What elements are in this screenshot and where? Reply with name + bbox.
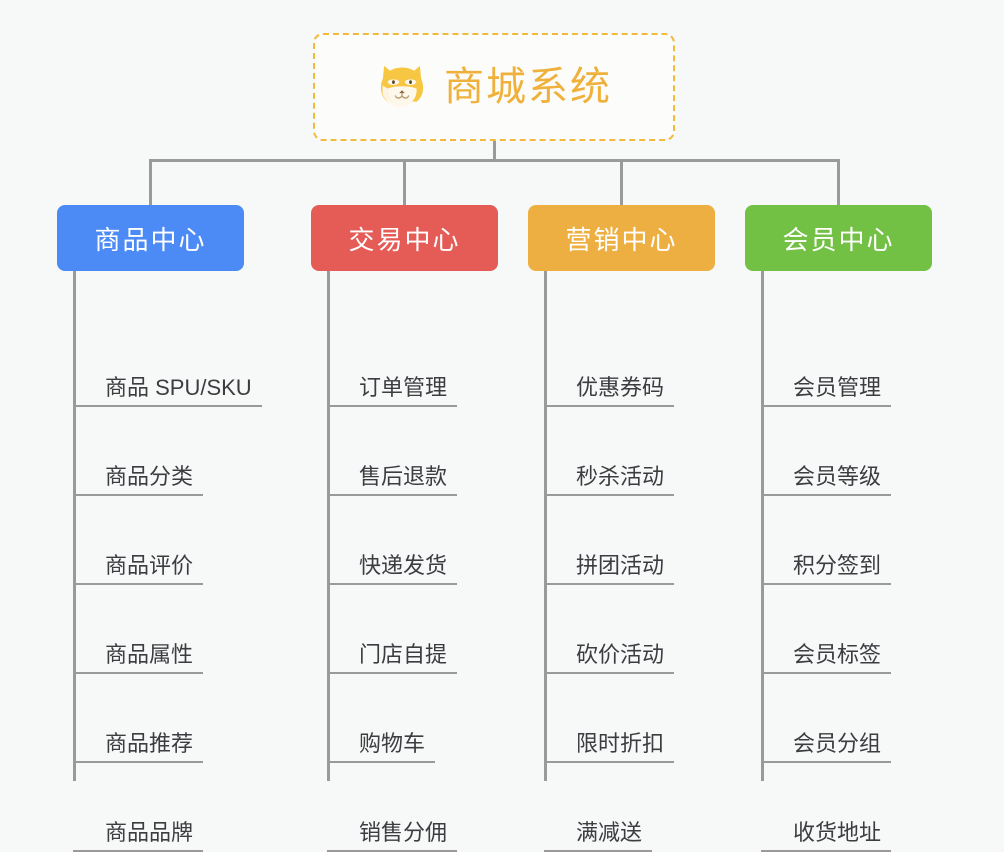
leaf-connector-stub [73, 672, 95, 674]
leaf-connector-stub [327, 761, 349, 763]
leaf-item[interactable]: 快递发货 [327, 547, 458, 585]
leaf-label: 会员管理 [783, 377, 892, 407]
connector-drop-2 [403, 159, 406, 207]
leaf-item[interactable]: 商品属性 [73, 636, 204, 674]
leaf-item[interactable]: 购物车 [327, 725, 436, 763]
branch-product-center: 商品中心 商品 SPU/SKU 商品分类 商品评价 商品属性 商品推荐 [57, 205, 317, 852]
leaf-item[interactable]: 砍价活动 [544, 636, 675, 674]
leaf-label: 门店自提 [349, 644, 458, 674]
leaf-connector-stub [544, 761, 566, 763]
branch-trade-center: 交易中心 订单管理 售后退款 快递发货 门店自提 购物车 [311, 205, 541, 852]
leaf-label: 积分签到 [783, 555, 892, 585]
leaf-connector-stub [761, 494, 783, 496]
leaf-item[interactable]: 限时折扣 [544, 725, 675, 763]
leaf-label: 会员等级 [783, 466, 892, 496]
leaf-connector-stub [73, 583, 95, 585]
leaf-label: 商品 SPU/SKU [95, 377, 262, 407]
leaf-label: 会员分组 [783, 733, 892, 763]
leaf-item[interactable]: 销售分佣 [327, 814, 458, 852]
leaf-connector-stub [73, 405, 95, 407]
branch-header-marketing-center[interactable]: 营销中心 [528, 205, 715, 271]
leaf-connector-stub [73, 761, 95, 763]
leaf-label: 会员标签 [783, 644, 892, 674]
branch-header-label: 会员中心 [782, 224, 895, 255]
leaf-connector-stub [761, 583, 783, 585]
leaf-label: 拼团活动 [566, 555, 675, 585]
leaf-connector-stub [73, 494, 95, 496]
branch-spine-2 [327, 271, 330, 781]
root-node-content: 商城系统 [376, 61, 612, 113]
leaf-connector-stub [544, 494, 566, 496]
leaf-label: 商品分类 [95, 466, 204, 496]
leaf-item[interactable]: 收货地址 [761, 814, 892, 852]
leaf-label: 优惠券码 [566, 377, 675, 407]
branch-spine-1 [73, 271, 76, 781]
leaf-item[interactable]: 满减送 [544, 814, 653, 852]
leaf-label: 收货地址 [783, 822, 892, 852]
leaf-label: 购物车 [349, 733, 436, 763]
leaf-label: 满减送 [566, 822, 653, 852]
leaf-label: 销售分佣 [349, 822, 458, 852]
leaf-label: 快递发货 [349, 555, 458, 585]
branch-header-member-center[interactable]: 会员中心 [745, 205, 932, 271]
leaf-item[interactable]: 会员分组 [761, 725, 892, 763]
leaf-label: 商品推荐 [95, 733, 204, 763]
leaf-item[interactable]: 门店自提 [327, 636, 458, 674]
branch-header-label: 商品中心 [94, 224, 207, 255]
leaf-item[interactable]: 商品分类 [73, 458, 204, 496]
leaf-item[interactable]: 商品 SPU/SKU [73, 369, 262, 407]
leaf-connector-stub [761, 405, 783, 407]
leaf-item[interactable]: 秒杀活动 [544, 458, 675, 496]
leaf-item[interactable]: 商品评价 [73, 547, 204, 585]
connector-drop-1 [149, 159, 152, 207]
leaf-connector-stub [544, 583, 566, 585]
leaf-label: 秒杀活动 [566, 466, 675, 496]
leaf-connector-stub [327, 494, 349, 496]
leaf-label: 商品品牌 [95, 822, 204, 852]
leaf-label: 商品评价 [95, 555, 204, 585]
leaf-connector-stub [544, 672, 566, 674]
branch-spine-4 [761, 271, 764, 781]
leaf-label: 限时折扣 [566, 733, 675, 763]
leaf-connector-stub [327, 672, 349, 674]
connector-root-stem [493, 141, 496, 161]
leaf-label: 订单管理 [349, 377, 458, 407]
root-node[interactable]: 商城系统 [313, 33, 675, 141]
leaf-connector-stub [761, 761, 783, 763]
leaf-connector-stub [761, 672, 783, 674]
leaf-item[interactable]: 积分签到 [761, 547, 892, 585]
leaf-connector-stub [544, 405, 566, 407]
leaf-item[interactable]: 会员标签 [761, 636, 892, 674]
branch-member-center: 会员中心 会员管理 会员等级 积分签到 会员标签 会员分组 [745, 205, 975, 852]
leaf-item[interactable]: 拼团活动 [544, 547, 675, 585]
branch-spine-3 [544, 271, 547, 781]
leaf-item[interactable]: 订单管理 [327, 369, 458, 407]
leaf-connector-stub [327, 583, 349, 585]
connector-horizontal-bar [149, 159, 840, 162]
leaf-item[interactable]: 商品推荐 [73, 725, 204, 763]
leaf-connector-stub [327, 405, 349, 407]
leaf-label: 售后退款 [349, 466, 458, 496]
leaf-item[interactable]: 售后退款 [327, 458, 458, 496]
connector-drop-4 [837, 159, 840, 207]
leaf-item[interactable]: 会员管理 [761, 369, 892, 407]
branch-header-label: 交易中心 [348, 224, 461, 255]
leaf-item[interactable]: 商品品牌 [73, 814, 204, 852]
leaf-label: 商品属性 [95, 644, 204, 674]
leaf-label: 砍价活动 [566, 644, 675, 674]
branch-marketing-center: 营销中心 优惠券码 秒杀活动 拼团活动 砍价活动 限时折扣 [528, 205, 758, 852]
shiba-dog-face-icon [380, 65, 424, 107]
connector-drop-3 [620, 159, 623, 207]
leaf-item[interactable]: 会员等级 [761, 458, 892, 496]
branch-header-product-center[interactable]: 商品中心 [57, 205, 244, 271]
leaf-item[interactable]: 优惠券码 [544, 369, 675, 407]
root-title: 商城系统 [444, 65, 612, 109]
branch-header-trade-center[interactable]: 交易中心 [311, 205, 498, 271]
branch-header-label: 营销中心 [565, 224, 678, 255]
